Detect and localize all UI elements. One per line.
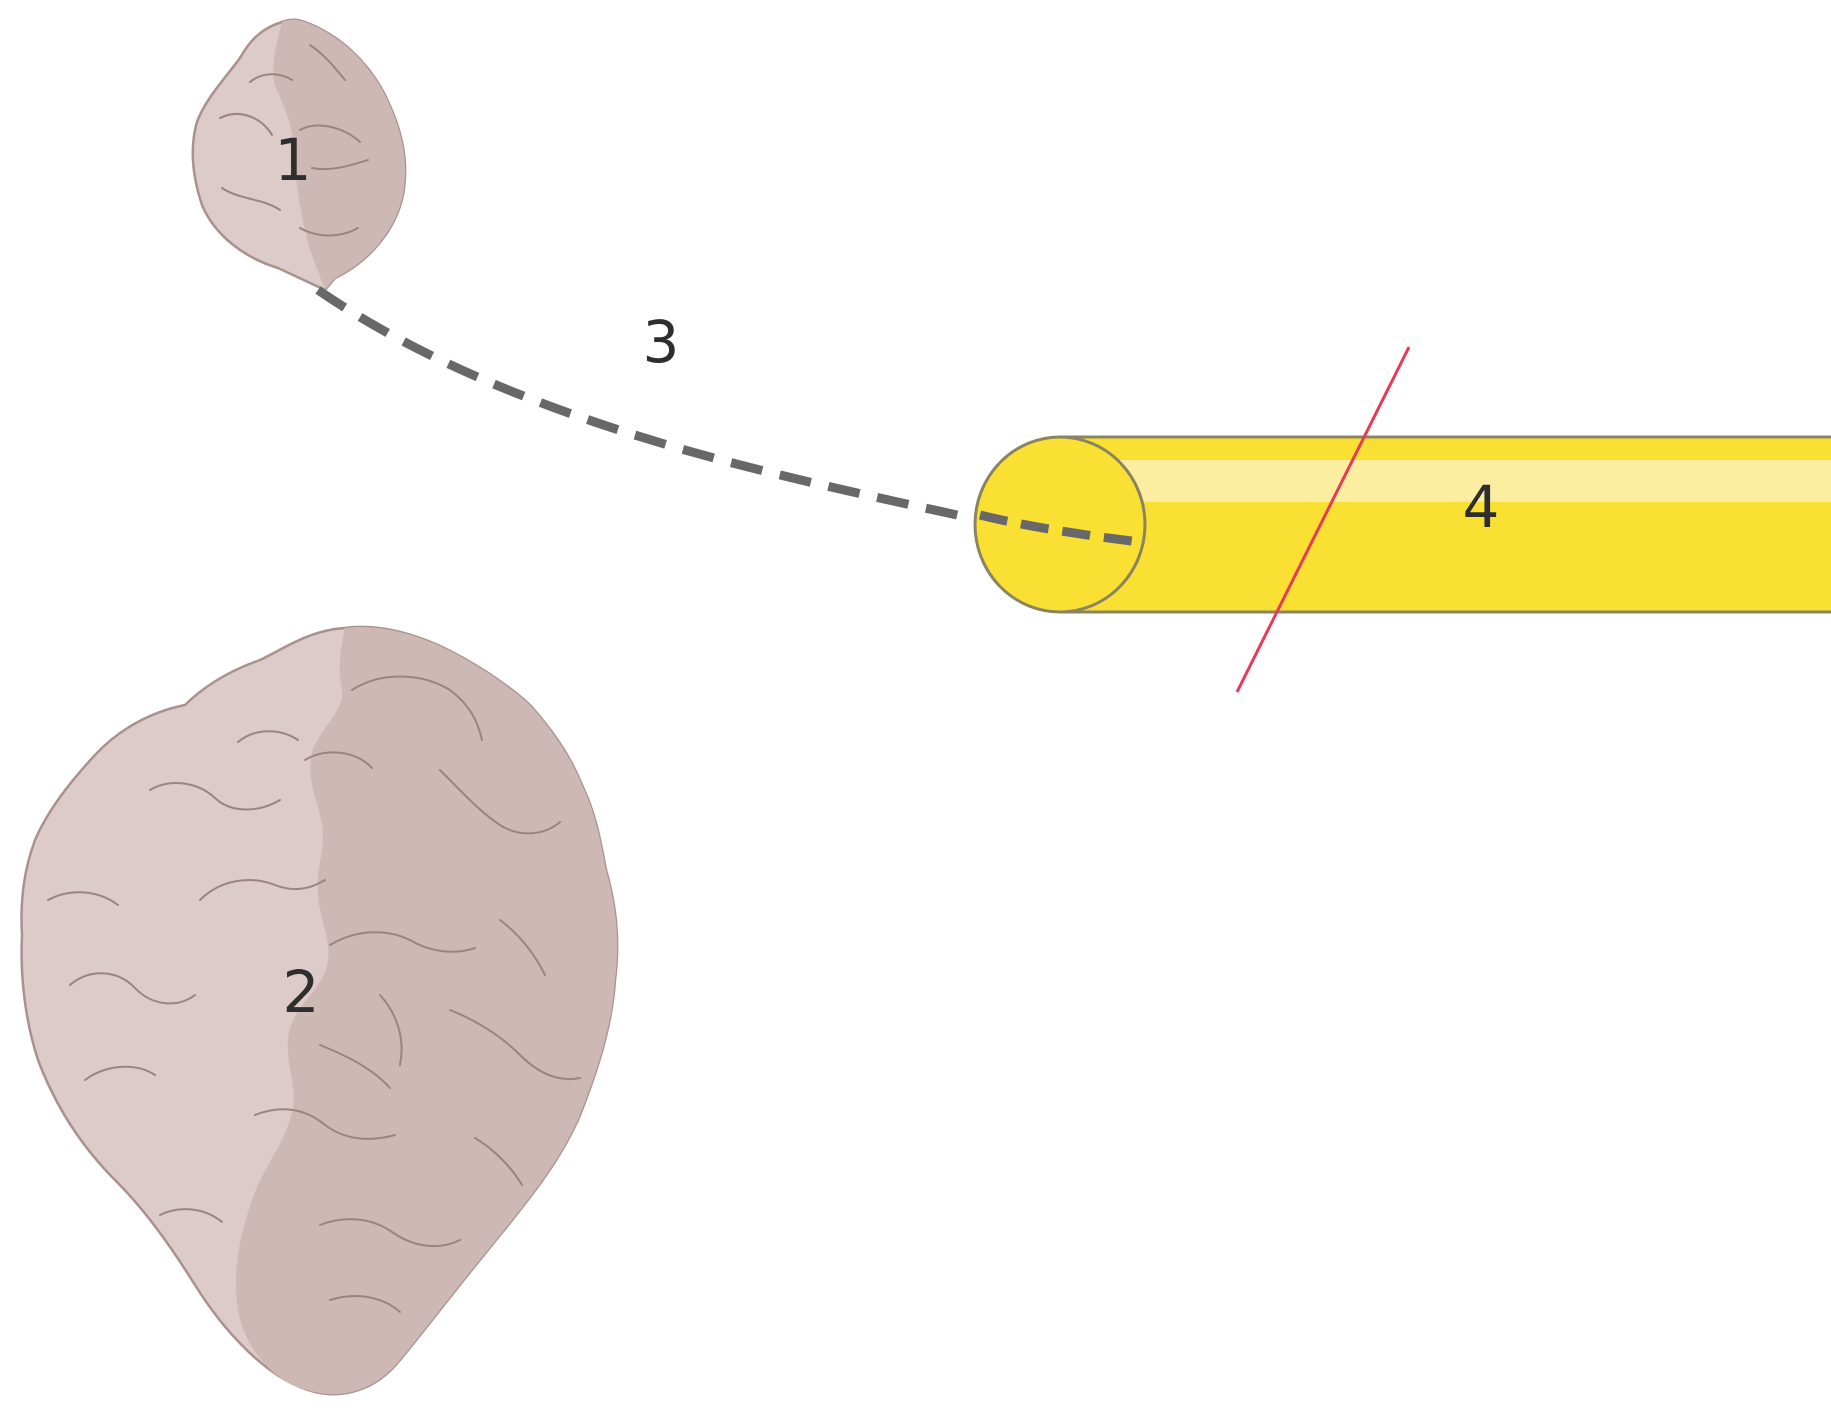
- large-tissue-folds: [47, 675, 581, 1313]
- small-tissue-1: [191, 18, 407, 292]
- tube-inner-dashed: [978, 510, 1141, 547]
- label-1: 1: [275, 126, 312, 194]
- large-tissue-dark-side: [235, 626, 618, 1395]
- label-3: 3: [643, 308, 680, 376]
- tube-highlight: [1062, 460, 1831, 502]
- tube-end-opening: [973, 435, 1147, 614]
- label-2: 2: [283, 958, 320, 1026]
- small-tissue-folds: [219, 44, 369, 237]
- label-4: 4: [1463, 473, 1500, 541]
- small-tissue-dark-side: [273, 19, 406, 290]
- yellow-tube-4: [973, 346, 1831, 693]
- dashed-connection-3: [315, 286, 1063, 543]
- large-tissue-2: [20, 625, 619, 1396]
- cut-line: [1235, 346, 1411, 693]
